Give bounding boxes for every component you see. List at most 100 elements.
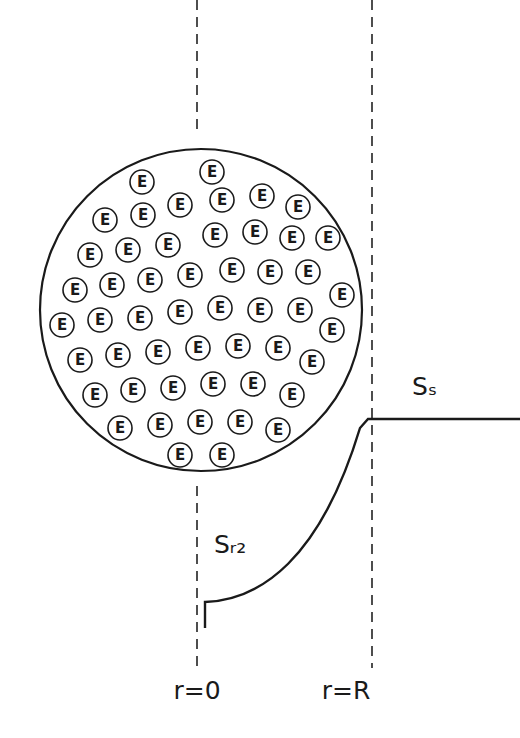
enzyme-letter: E [207,295,233,321]
enzyme-letter: E [319,317,345,343]
enzyme-circle: E [147,412,173,438]
enzyme-circle: E [202,222,228,248]
enzyme-circle: E [265,335,291,361]
enzyme-letter: E [287,297,313,323]
enzyme-letter: E [209,187,235,213]
enzyme-letter: E [107,415,133,441]
enzyme-letter: E [77,242,103,268]
enzyme-letter: E [82,382,108,408]
axis-label: r=R [322,676,371,705]
concentration-profile [205,419,520,628]
enzyme-circle: E [209,442,235,468]
enzyme-circle: E [167,442,193,468]
enzyme-letter: E [185,335,211,361]
enzyme-letter: E [240,371,266,397]
enzyme-letter: E [147,412,173,438]
enzyme-circle: E [107,415,133,441]
enzyme-circle: E [319,317,345,343]
enzyme-letter: E [265,335,291,361]
enzyme-circle: E [295,259,321,285]
enzyme-circle: E [160,375,186,401]
enzyme-circle: E [287,297,313,323]
enzyme-circle: E [279,225,305,251]
enzyme-letter: E [99,272,125,298]
enzyme-circle: E [187,409,213,435]
enzyme-letter: E [242,219,268,245]
enzyme-circle: E [92,207,118,233]
enzyme-circle: E [247,297,273,323]
enzyme-letter: E [127,305,153,331]
enzyme-circle: E [99,272,125,298]
enzyme-circle: E [137,267,163,293]
enzyme-letter: E [145,339,171,365]
enzyme-letter: E [315,225,341,251]
enzyme-letter: E [199,159,225,185]
enzyme-letter: E [105,342,131,368]
enzyme-circle: E [185,335,211,361]
enzyme-circle: E [127,305,153,331]
enzyme-letter: E [67,347,93,373]
surface-concentration-label: Sₛ [412,372,437,401]
enzyme-letter: E [225,333,251,359]
enzyme-letter: E [167,442,193,468]
center-concentration-label: Sᵣ₂ [214,530,246,559]
enzyme-circle: E [200,371,226,397]
enzyme-circle: E [285,194,311,220]
enzyme-circle: E [315,225,341,251]
enzyme-letter: E [295,259,321,285]
enzyme-circle: E [120,377,146,403]
center-dashed-line [196,486,198,668]
enzyme-circle: E [129,169,155,195]
enzyme-circle: E [209,187,235,213]
enzyme-circle: E [87,307,113,333]
surface-dashed-line [371,0,373,668]
enzyme-letter: E [130,202,156,228]
pellet-circle [40,149,362,471]
enzyme-letter: E [129,169,155,195]
enzyme-letter: E [265,417,291,443]
enzyme-letter: E [257,259,283,285]
enzyme-letter: E [187,409,213,435]
enzyme-circle: E [155,232,181,258]
enzyme-circle: E [225,333,251,359]
enzyme-letter: E [227,409,253,435]
center-dashed-line [196,0,198,136]
enzyme-letter: E [209,442,235,468]
enzyme-circle: E [62,277,88,303]
enzyme-letter: E [279,382,305,408]
enzyme-circle: E [77,242,103,268]
enzyme-letter: E [329,282,355,308]
enzyme-letter: E [167,299,193,325]
enzyme-circle: E [227,409,253,435]
enzyme-circle: E [257,259,283,285]
enzyme-circle: E [299,349,325,375]
enzyme-letter: E [285,194,311,220]
enzyme-circle: E [207,295,233,321]
enzyme-circle: E [82,382,108,408]
enzyme-circle: E [240,371,266,397]
enzyme-circle: E [279,382,305,408]
enzyme-circle: E [265,417,291,443]
enzyme-letter: E [115,237,141,263]
enzyme-letter: E [155,232,181,258]
enzyme-letter: E [200,371,226,397]
enzyme-circle: E [105,342,131,368]
enzyme-letter: E [167,192,193,218]
enzyme-circle: E [130,202,156,228]
enzyme-circle: E [49,312,75,338]
enzyme-letter: E [92,207,118,233]
enzyme-circle: E [67,347,93,373]
enzyme-circle: E [242,219,268,245]
enzyme-letter: E [202,222,228,248]
enzyme-circle: E [145,339,171,365]
enzyme-circle: E [249,183,275,209]
axis-label: r=0 [173,676,220,705]
enzyme-letter: E [247,297,273,323]
enzyme-circle: E [219,257,245,283]
enzyme-letter: E [219,257,245,283]
enzyme-circle: E [115,237,141,263]
enzyme-letter: E [120,377,146,403]
enzyme-letter: E [49,312,75,338]
enzyme-letter: E [160,375,186,401]
